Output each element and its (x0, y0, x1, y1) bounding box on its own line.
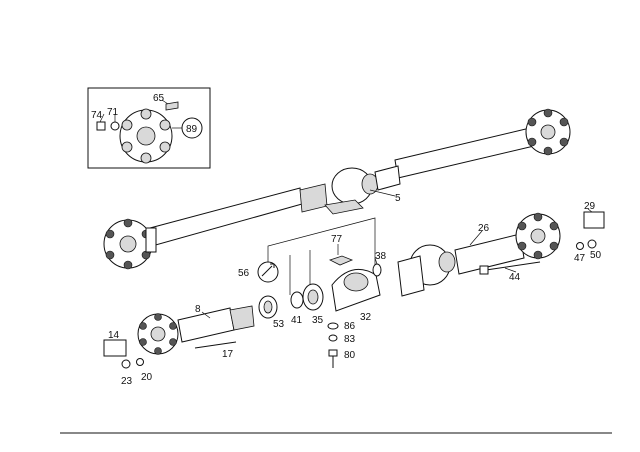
inset-washer (110, 121, 120, 131)
lower-rear-tube (454, 233, 525, 275)
center-bearing-parts (257, 255, 382, 368)
inset-frame (87, 87, 211, 169)
nut-50 (587, 239, 597, 249)
callout-53: 53 (273, 319, 285, 330)
inset-nut (96, 121, 106, 131)
washer-83 (328, 334, 338, 342)
callout-20: 20 (141, 372, 153, 383)
callout-89: 89 (186, 124, 198, 135)
bolt-17 (194, 341, 237, 349)
callout-56: 56 (238, 268, 250, 279)
lower-rear-shaft (397, 211, 605, 297)
callout-labels: 74 71 65 89 5 77 38 56 53 41 35 32 86 83… (91, 93, 602, 387)
callout-17: 17 (222, 349, 234, 360)
washer-20 (136, 358, 144, 366)
wrench-icon-circle (257, 261, 279, 283)
callout-26: 26 (478, 223, 490, 234)
callout-80: 80 (344, 350, 356, 361)
callout-29: 29 (584, 201, 596, 212)
snap-ring (290, 291, 304, 309)
callout-5: 5 (395, 193, 401, 204)
front-shaft-tube (394, 127, 535, 179)
callout-50: 50 (590, 250, 602, 261)
centering-sleeve (103, 339, 127, 357)
seal-ring (372, 263, 382, 277)
callout-23: 23 (121, 376, 133, 387)
leader-lines (99, 99, 593, 319)
nut-23 (121, 359, 131, 369)
callout-38: 38 (375, 251, 387, 262)
wrench-icon (261, 263, 275, 277)
callout-74: 74 (91, 110, 103, 121)
washer-86 (327, 322, 339, 330)
inset-bolt (165, 101, 179, 111)
callout-44: 44 (509, 272, 521, 283)
callout-8: 8 (195, 304, 201, 315)
callout-86: 86 (344, 321, 356, 332)
callout-83: 83 (344, 334, 356, 345)
rear-driveshaft (103, 108, 571, 270)
lower-front-shaft (103, 305, 255, 369)
rear-shaft-tube (149, 187, 303, 247)
bolt-80 (328, 349, 338, 368)
callout-41: 41 (291, 315, 303, 326)
callout-71: 71 (107, 107, 119, 118)
callout-35: 35 (312, 315, 324, 326)
bracket-clip (328, 255, 354, 266)
spline-yoke (397, 255, 425, 297)
flex-disc-inset (87, 87, 211, 169)
callout-14: 14 (108, 330, 120, 341)
bolt-44 (485, 261, 541, 271)
washer-47 (576, 242, 584, 250)
callout-32: 32 (360, 312, 372, 323)
callout-65: 65 (153, 93, 165, 104)
spline-shaft (177, 307, 235, 343)
callout-77: 77 (331, 234, 343, 245)
callout-47: 47 (574, 253, 586, 264)
rear-centering-sleeve (583, 211, 605, 229)
